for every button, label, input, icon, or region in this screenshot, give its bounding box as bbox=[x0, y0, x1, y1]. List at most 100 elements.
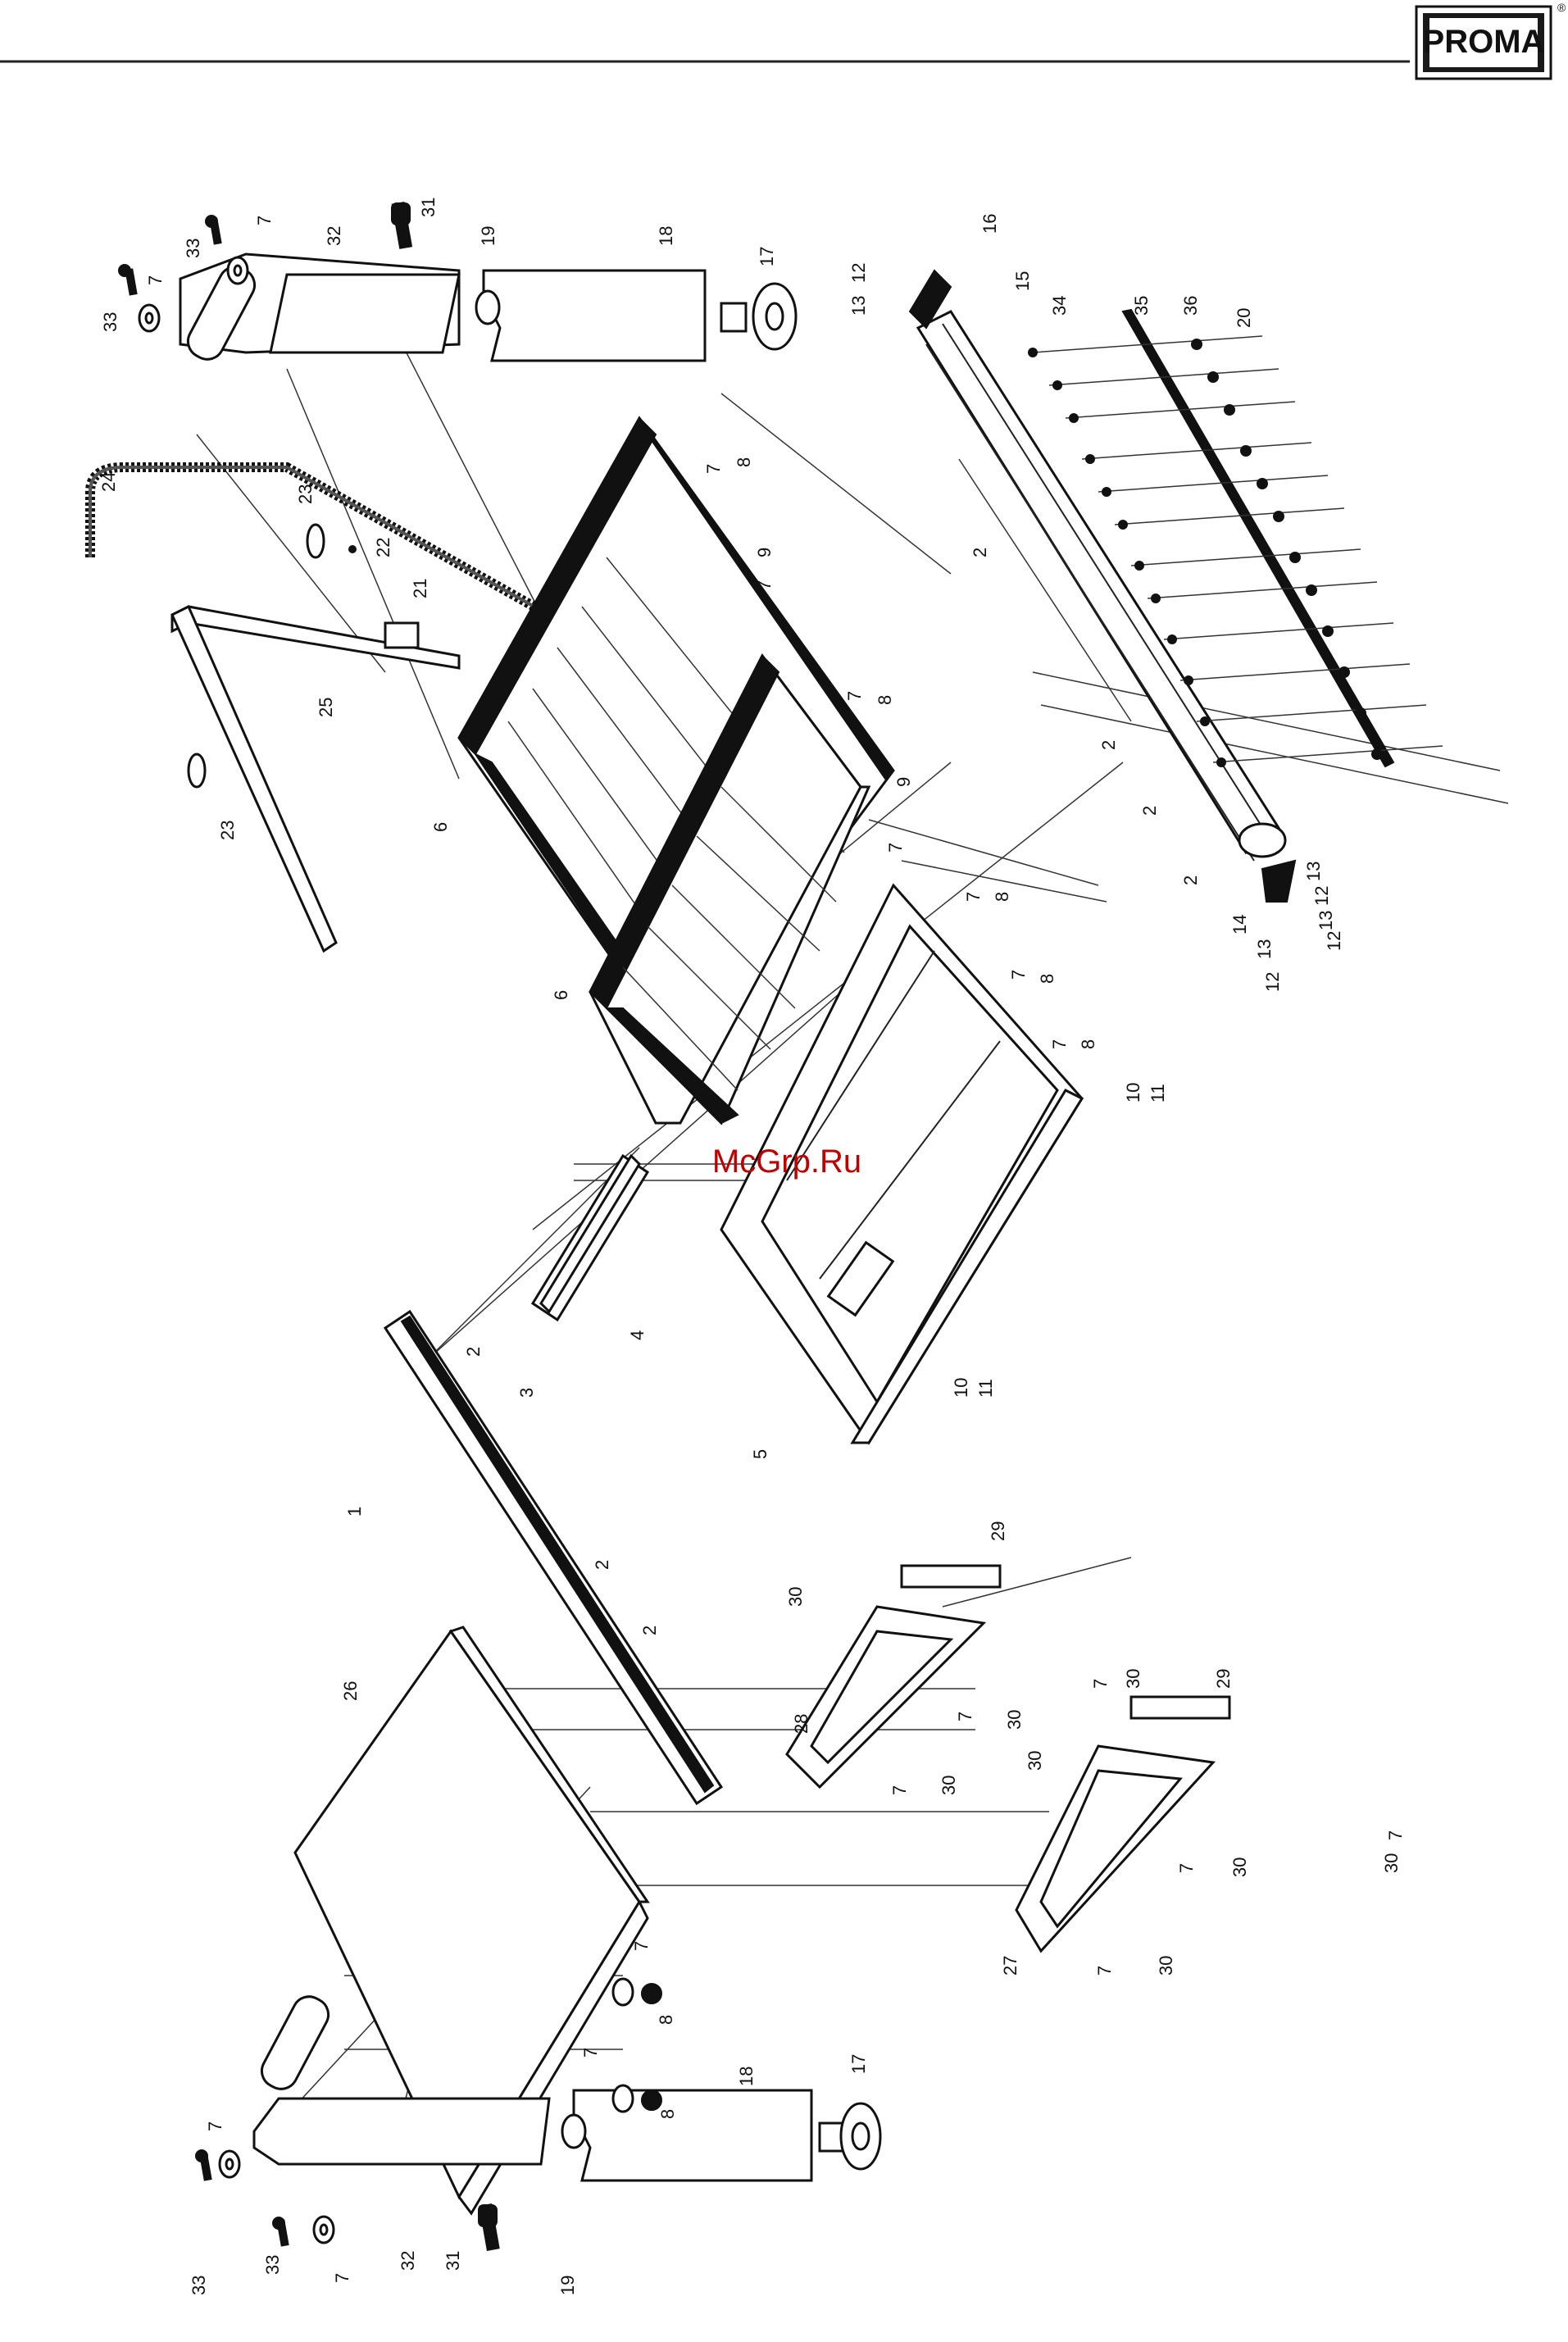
part-label: 33 bbox=[183, 239, 203, 258]
leg-bracket-32-bottom bbox=[254, 2099, 549, 2164]
part-label: 29 bbox=[1213, 1669, 1234, 1689]
washer-7-bottom-a bbox=[220, 2151, 239, 2177]
part-label: 12 bbox=[848, 263, 869, 283]
part-label: 8 bbox=[734, 457, 754, 467]
part-label: 19 bbox=[478, 226, 498, 246]
part-label: 30 bbox=[1123, 1669, 1143, 1689]
part-label: 13 bbox=[848, 296, 869, 316]
screw-33-bottom-b bbox=[273, 2217, 289, 2245]
proma-logo: PROMA ® bbox=[1416, 1, 1566, 79]
foot-17-top bbox=[721, 284, 796, 349]
part-label: 27 bbox=[1000, 1956, 1020, 1976]
foot-17-bottom bbox=[820, 2103, 880, 2169]
part-label: 8 bbox=[992, 892, 1012, 902]
part-label: 30 bbox=[1025, 1751, 1045, 1771]
clip-21 bbox=[385, 623, 418, 648]
part-label: 7 bbox=[332, 2273, 352, 2283]
part-label: 21 bbox=[410, 579, 430, 598]
part-label: 30 bbox=[785, 1587, 806, 1607]
part-label: 30 bbox=[939, 1776, 959, 1795]
part-label: 7 bbox=[205, 2121, 225, 2131]
part-label: 18 bbox=[656, 226, 676, 246]
leg-plug-19-top bbox=[476, 291, 499, 324]
screw-33-top-a bbox=[119, 265, 137, 294]
roller-15 bbox=[910, 271, 1295, 902]
part-label: 7 bbox=[580, 2048, 601, 2058]
part-label: 7 bbox=[955, 1712, 975, 1721]
washer-23-b bbox=[189, 754, 205, 787]
part-label: 7 bbox=[254, 216, 275, 225]
part-label: 7 bbox=[1008, 970, 1029, 980]
part-label: 29 bbox=[988, 1521, 1008, 1541]
part-label: 4 bbox=[627, 1330, 648, 1340]
part-label: 7 bbox=[1176, 1863, 1197, 1873]
washer-7-top-b bbox=[228, 257, 248, 284]
screw-31-bottom bbox=[479, 2204, 499, 2250]
part-label: 33 bbox=[262, 2255, 283, 2275]
part-label: 32 bbox=[324, 226, 344, 246]
part-label: 22 bbox=[373, 538, 393, 557]
part-label: 2 bbox=[1139, 806, 1160, 816]
leg-plate-bottom bbox=[256, 1991, 334, 2095]
part-label: 31 bbox=[418, 198, 439, 217]
part-label: 2 bbox=[592, 1560, 612, 1570]
part-label: 17 bbox=[848, 2054, 869, 2074]
part-label: 7 bbox=[1049, 1039, 1070, 1049]
part-label: 8 bbox=[1037, 974, 1057, 984]
part-label: 31 bbox=[443, 2251, 463, 2271]
plate-29-a bbox=[902, 1566, 1000, 1587]
leg-channel-32-top bbox=[270, 275, 459, 352]
part-label: 14 bbox=[1229, 915, 1250, 935]
part-label: 23 bbox=[217, 821, 238, 840]
part-label: 6 bbox=[430, 822, 451, 832]
registered-mark: ® bbox=[1557, 1, 1566, 14]
part-label: 33 bbox=[189, 2276, 209, 2295]
part-label: 35 bbox=[1131, 296, 1152, 316]
watermark: McGrp.Ru bbox=[712, 1144, 861, 1180]
part-label: 7 bbox=[754, 580, 775, 590]
part-label: 11 bbox=[975, 1379, 996, 1398]
leg-plug-19-bottom bbox=[562, 2115, 585, 2148]
part-label: 2 bbox=[639, 1626, 660, 1635]
part-label: 15 bbox=[1012, 271, 1033, 291]
leg-extension-18-bottom bbox=[574, 2090, 811, 2181]
part-label: 8 bbox=[656, 2015, 676, 2025]
leg-extension-18-top bbox=[484, 271, 705, 361]
pin-22 bbox=[349, 546, 356, 553]
part-label: 19 bbox=[557, 2276, 578, 2295]
part-label: 13 bbox=[1316, 911, 1336, 930]
washer-7-top-a bbox=[139, 305, 159, 331]
washer-7-bottom-b bbox=[314, 2217, 334, 2243]
part-label: 12 bbox=[1324, 931, 1344, 951]
screw-33-top-b bbox=[206, 216, 221, 243]
part-label: 1 bbox=[344, 1507, 365, 1517]
part-label: 30 bbox=[1381, 1853, 1402, 1873]
roller-15-body bbox=[918, 312, 1279, 853]
leg-assembly-top bbox=[119, 202, 796, 365]
bracket-28 bbox=[787, 1566, 1000, 1787]
part-label: 23 bbox=[295, 484, 316, 504]
bracket-27 bbox=[1016, 1697, 1229, 1951]
part-label: 34 bbox=[1049, 296, 1070, 316]
part-label: 12 bbox=[1262, 972, 1283, 992]
part-label: 25 bbox=[316, 698, 336, 717]
part-label: 30 bbox=[1156, 1956, 1176, 1976]
part-label: 7 bbox=[145, 275, 166, 285]
part-label: 33 bbox=[100, 312, 120, 332]
part-label: 10 bbox=[951, 1378, 971, 1398]
part-label: 7 bbox=[1094, 1966, 1115, 1976]
part-label: 7 bbox=[885, 843, 906, 853]
part-label: 2 bbox=[970, 548, 990, 557]
part-label: 5 bbox=[750, 1449, 770, 1459]
part-label: 2 bbox=[1180, 875, 1201, 885]
screw-31-top bbox=[392, 202, 411, 248]
part-label: 8 bbox=[657, 2109, 678, 2119]
part-label: 9 bbox=[754, 548, 775, 557]
part-label: 9 bbox=[893, 777, 914, 787]
plate-29-b bbox=[1131, 1697, 1229, 1718]
part-label: 7 bbox=[1090, 1679, 1111, 1689]
part-label: 28 bbox=[791, 1714, 811, 1734]
part-label: 7 bbox=[1385, 1830, 1406, 1840]
